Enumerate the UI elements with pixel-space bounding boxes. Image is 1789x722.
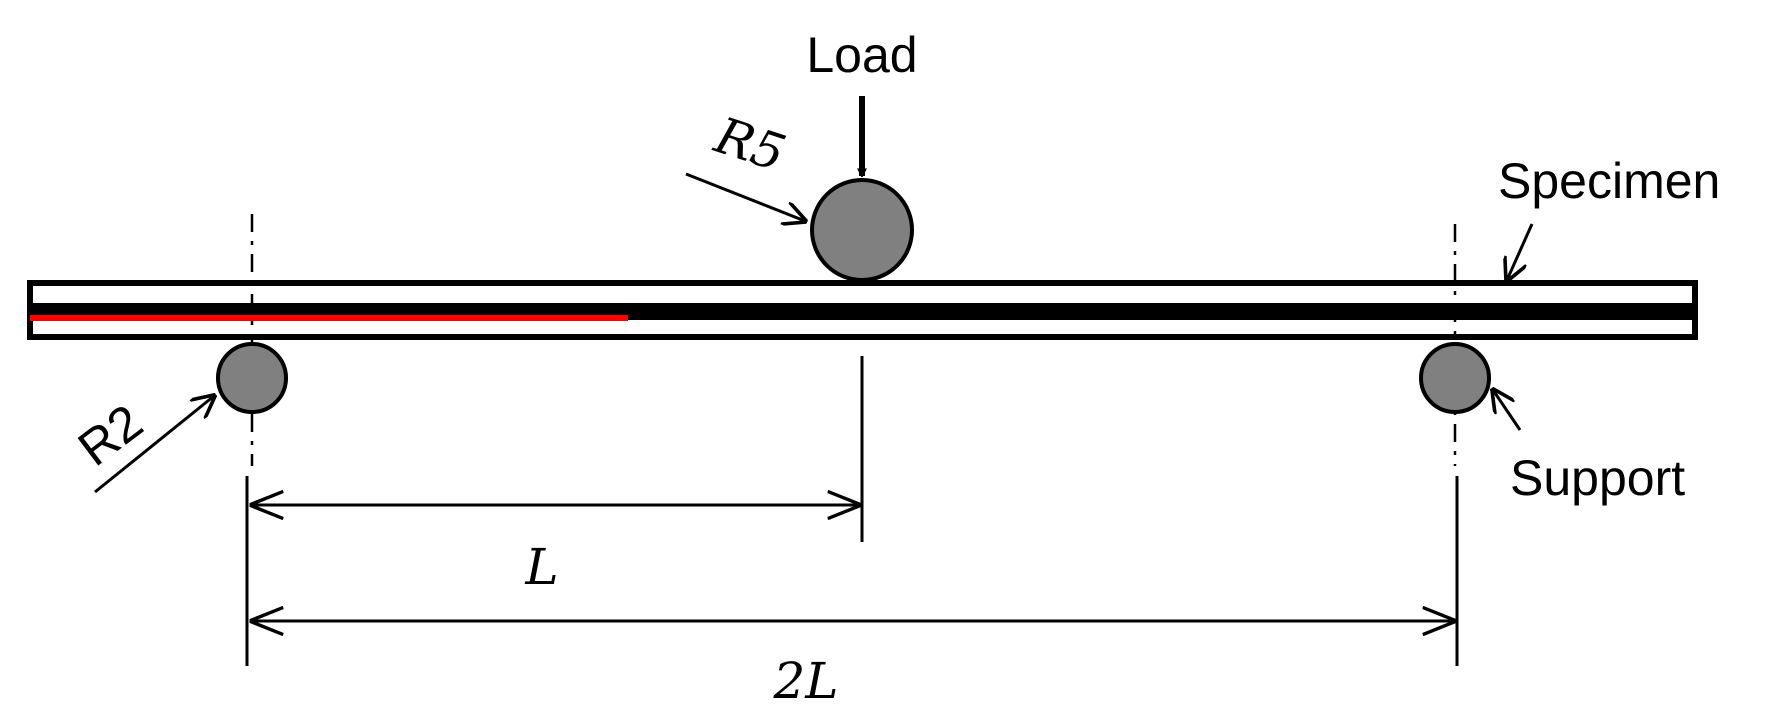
load-roller xyxy=(810,178,914,282)
right-support-roller xyxy=(1419,342,1491,414)
support-label: Support xyxy=(1510,450,1685,506)
load-label: Load xyxy=(806,27,917,83)
specimen xyxy=(27,280,1698,340)
left-support-roller xyxy=(216,342,288,414)
support-radius-label: R2 xyxy=(68,394,153,477)
specimen-leader xyxy=(1507,223,1534,280)
half-span-label: L xyxy=(524,538,558,596)
load-radius-leader xyxy=(685,172,805,221)
load-radius-label: R5 xyxy=(707,106,792,183)
specimen-label: Specimen xyxy=(1498,153,1720,209)
support-radius-leader xyxy=(94,396,214,494)
support-leader xyxy=(1493,390,1522,431)
full-span-label: 2L xyxy=(772,652,838,710)
